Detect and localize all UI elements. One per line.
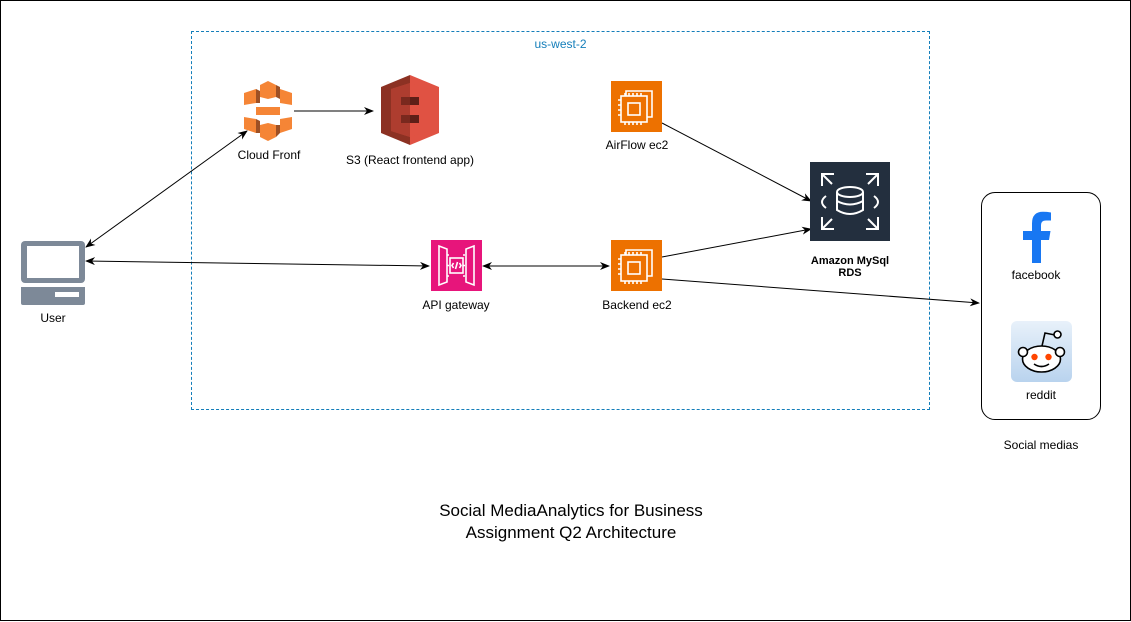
api-gateway-label: API gateway bbox=[422, 298, 490, 312]
api-gateway-icon[interactable] bbox=[431, 240, 482, 291]
edge-backend-rds bbox=[661, 226, 812, 258]
airflow-label: AirFlow ec2 bbox=[605, 138, 669, 152]
edge-user-cloudfront bbox=[85, 130, 248, 248]
rds-label-line1: Amazon MySql bbox=[810, 255, 890, 267]
social-medias-label: Social medias bbox=[1003, 438, 1079, 452]
rds-database-icon[interactable] bbox=[810, 162, 890, 241]
s3-label: S3 (React frontend app) bbox=[345, 153, 475, 167]
reddit-icon[interactable] bbox=[1011, 321, 1072, 382]
cloudfront-label: Cloud Fronf bbox=[237, 148, 301, 162]
social-medias-group[interactable] bbox=[981, 192, 1101, 420]
backend-label: Backend ec2 bbox=[602, 298, 672, 312]
edge-airflow-rds bbox=[661, 122, 812, 202]
user-label: User bbox=[40, 311, 66, 325]
reddit-label: reddit bbox=[1025, 388, 1057, 402]
laptop-icon[interactable] bbox=[21, 241, 85, 305]
title-line-2: Assignment Q2 Architecture bbox=[465, 523, 677, 542]
ec2-instance-icon[interactable] bbox=[611, 240, 662, 291]
s3-bucket-icon[interactable] bbox=[381, 75, 439, 145]
facebook-label: facebook bbox=[1011, 268, 1061, 282]
facebook-icon[interactable] bbox=[1020, 211, 1052, 263]
region-label: us-west-2 bbox=[534, 37, 587, 51]
edge-backend-social bbox=[661, 278, 980, 307]
cloudfront-icon[interactable] bbox=[242, 81, 294, 141]
diagram-title: Social MediaAnalytics for Business Assig… bbox=[371, 500, 771, 544]
rds-label-line2: RDS bbox=[838, 267, 862, 279]
title-line-1: Social MediaAnalytics for Business bbox=[439, 501, 703, 520]
ec2-instance-icon[interactable] bbox=[611, 81, 662, 132]
edge-user-apigateway bbox=[85, 257, 430, 270]
